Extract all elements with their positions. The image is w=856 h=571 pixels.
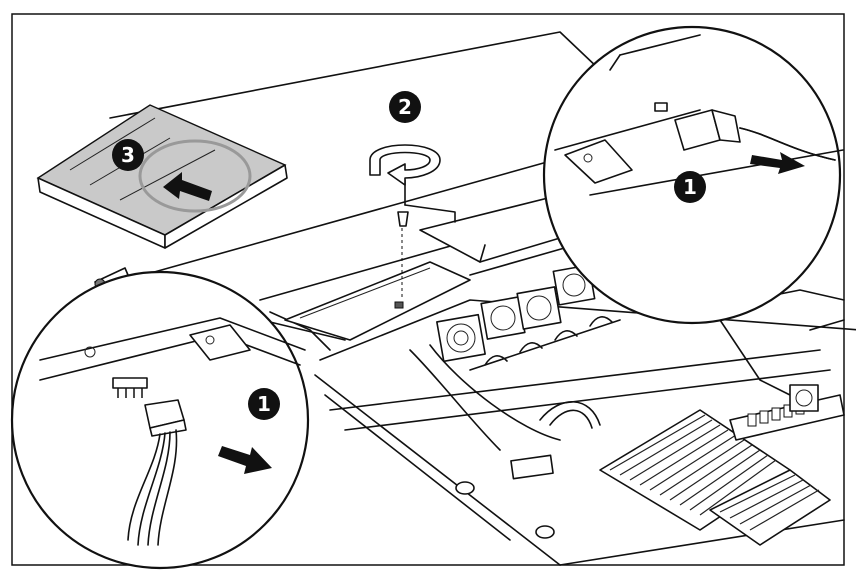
step-marker-1-bottom: 1 [248,388,280,420]
step-1-top-label: 1 [683,175,697,199]
step-marker-1-top: 1 [674,171,706,203]
step-marker-2: 2 [389,91,421,123]
heatsink-assembly [599,289,845,546]
step-3-label: 3 [121,143,135,167]
step-marker-3: 3 [112,139,144,171]
step-2-label: 2 [398,95,412,119]
server-chassis [109,31,856,566]
zoom-callout-bottom [10,270,346,570]
hard-drive-in-bay [284,194,571,341]
step-1-bottom-label: 1 [257,392,271,416]
fan-array [436,264,621,371]
cable-bundle [409,344,601,451]
screw-removal [369,144,456,227]
